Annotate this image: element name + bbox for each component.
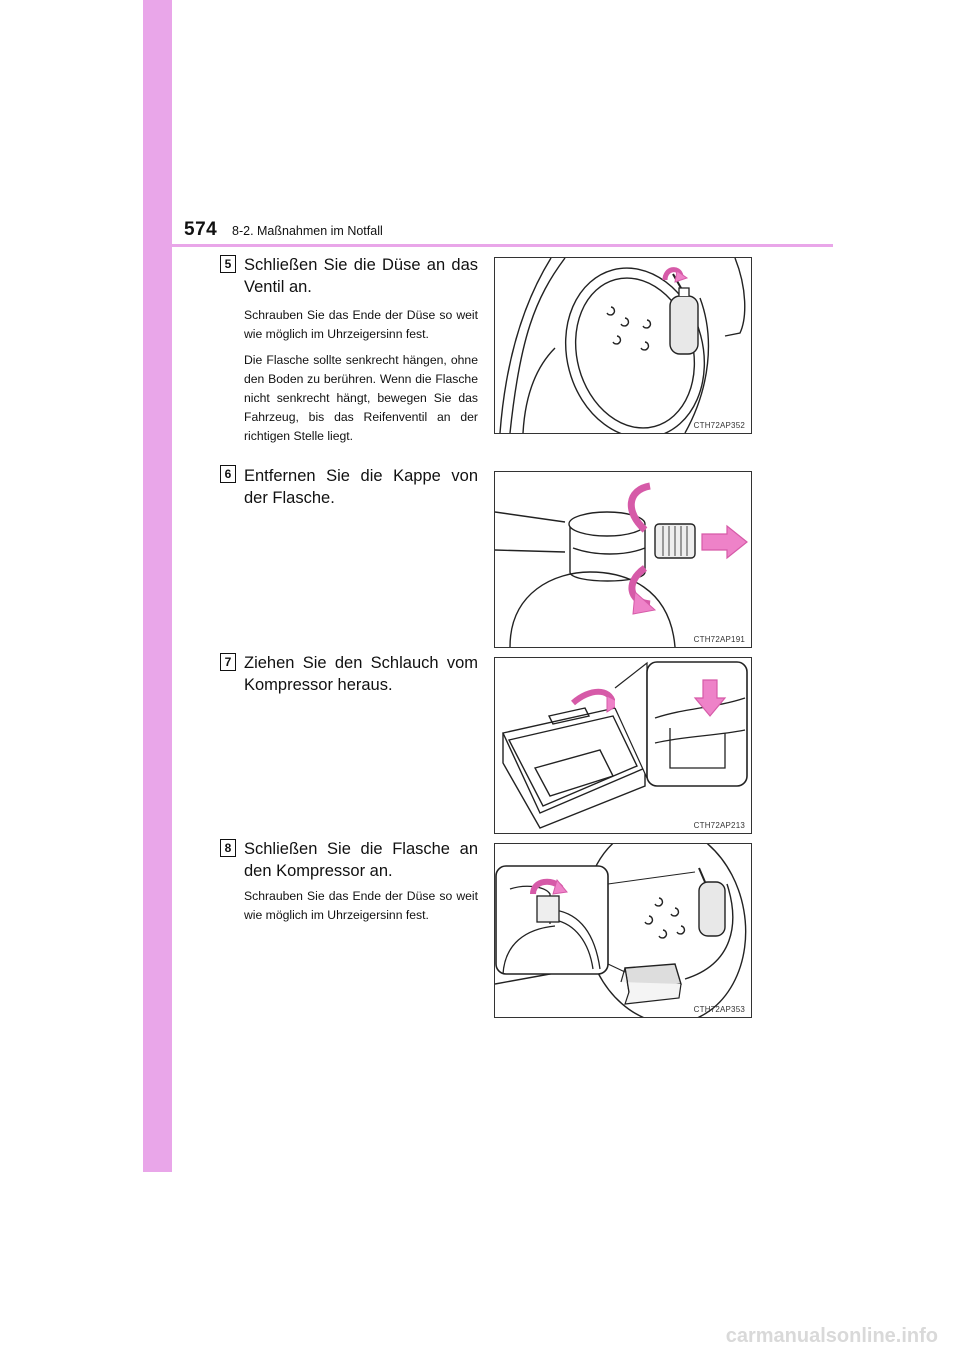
step-7-badge: 7 [220, 653, 236, 671]
page-number: 574 [184, 219, 218, 240]
figure-connect-bottle: CTH72AP353 [494, 843, 752, 1018]
bottle-compressor-illustration [495, 844, 747, 1017]
bottle-cap-illustration [495, 482, 748, 647]
figure-code: CTH72AP191 [693, 635, 745, 644]
step-6-title: Entfernen Sie die Kappe von der Flasche. [244, 467, 478, 507]
detail-inset [646, 661, 748, 787]
figure-code: CTH72AP352 [693, 421, 745, 430]
figure-code: CTH72AP353 [693, 1005, 745, 1014]
step-8-badge: 8 [220, 839, 236, 857]
pull-arrow [701, 524, 748, 560]
bottle-shape [669, 295, 699, 355]
tire-bottle-illustration [499, 258, 746, 433]
press-arrow [693, 679, 727, 717]
figure-code: CTH72AP213 [693, 821, 745, 830]
step-8-title: Schließen Sie die Flasche an den Kompres… [244, 840, 478, 880]
figure-nozzle-valve: CTH72AP352 [494, 257, 752, 434]
step-5-badge: 5 [220, 255, 236, 273]
step-5-paragraph: Schrauben Sie das Ende der Düse so weit … [244, 308, 478, 341]
chapter-sidebar-tab [143, 0, 172, 1172]
figure-pull-hose: CTH72AP213 [494, 657, 752, 834]
step-6-badge: 6 [220, 465, 236, 483]
figure-remove-cap: CTH72AP191 [494, 471, 752, 648]
step-5-paragraph: Die Flasche sollte senkrecht hängen, ohn… [244, 353, 478, 443]
step-8-paragraph: Schrauben Sie das Ende der Düse so weit … [244, 889, 478, 922]
compressor-hose-illustration [502, 661, 748, 829]
step-8-body: Schrauben Sie das Ende der Düse so weit … [244, 887, 478, 932]
step-5-title: Schließen Sie die Düse an das Ventil an. [244, 256, 478, 296]
step-5-body: Schrauben Sie das Ende der Düse so weit … [244, 306, 478, 453]
watermark: carmanualsonline.info [725, 1325, 938, 1347]
section-title: 8-2. Maßnahmen im Notfall [232, 224, 383, 238]
header-rule [143, 244, 833, 247]
step-7-title: Ziehen Sie den Schlauch vom Kompressor h… [244, 654, 478, 694]
